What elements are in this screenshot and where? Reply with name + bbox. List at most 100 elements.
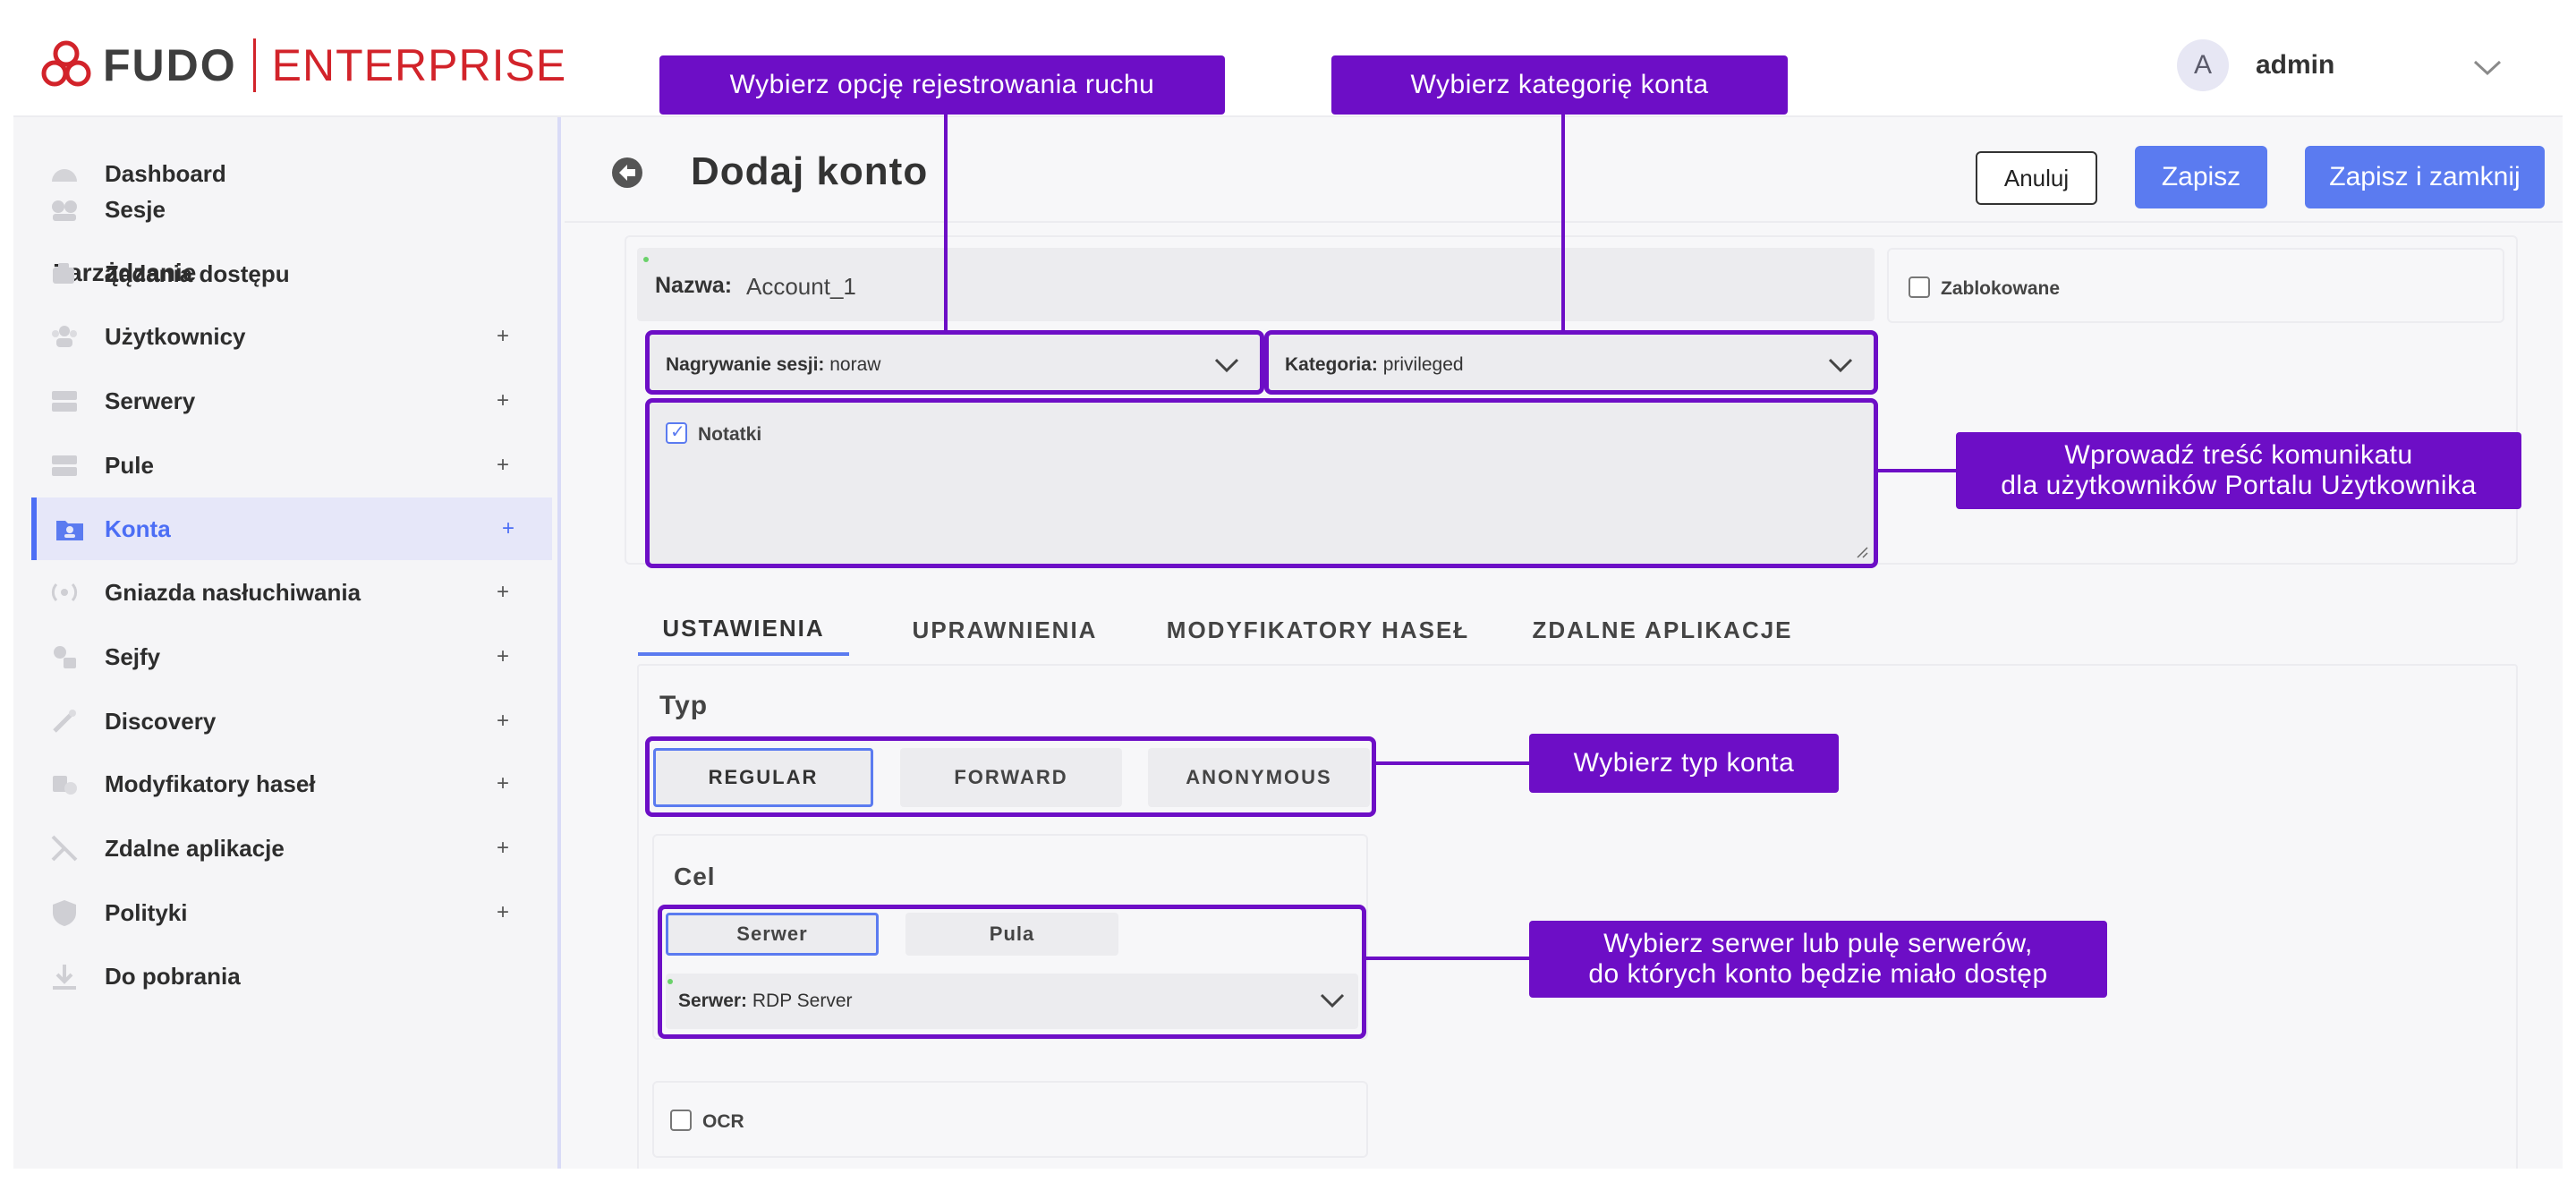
session-recording-label: Nagrywanie sesji: noraw: [666, 354, 880, 376]
logo-divider: [252, 38, 256, 92]
callout-text: Wybierz typ konta: [1573, 747, 1795, 778]
sessions-icon: [52, 200, 77, 221]
type-forward-button[interactable]: FORWARD: [900, 748, 1122, 807]
sidebar-item-label: Gniazda nasłuchiwania: [105, 578, 361, 606]
tab-settings[interactable]: USTAWIENIA: [638, 604, 849, 656]
expand-plus-icon[interactable]: +: [497, 644, 510, 668]
callout-target: Wybierz serwer lub pulę serwerów, do któ…: [1529, 921, 2107, 998]
callout-connector: [1376, 761, 1546, 765]
sidebar-item-label: Sejfy: [105, 642, 161, 670]
save-and-close-button[interactable]: Zapisz i zamknij: [2305, 146, 2545, 208]
fudo-logo: FUDO ENTERPRISE: [38, 33, 566, 98]
sidebar-item-label: Użytkownicy: [105, 322, 246, 350]
sidebar-item-download[interactable]: Do pobrania: [13, 945, 561, 1008]
callout-connector: [1366, 957, 1547, 960]
category-value: privileged: [1377, 354, 1464, 375]
sidebar-item-safes[interactable]: Sejfy +: [13, 625, 561, 688]
tab-permissions[interactable]: UPRAWNIENIA: [912, 616, 1098, 643]
app-window: FUDO ENTERPRISE A admin Dashboard Zarząd…: [13, 13, 2563, 1169]
expand-plus-icon[interactable]: +: [497, 324, 510, 348]
expand-plus-icon[interactable]: +: [497, 771, 510, 795]
password-changers-icon: [53, 776, 77, 795]
sidebar-item-discovery[interactable]: Discovery +: [13, 690, 561, 753]
expand-plus-icon[interactable]: +: [497, 388, 510, 412]
callout-text: Wybierz opcję rejestrowania ruchu: [729, 69, 1155, 99]
sidebar-item-accounts[interactable]: Konta +: [31, 497, 552, 560]
name-field[interactable]: Nazwa: Account_1: [637, 248, 1875, 321]
sidebar-item-label: Sesje: [105, 195, 166, 223]
expand-plus-icon[interactable]: +: [497, 900, 510, 924]
category-select[interactable]: Kategoria: privileged: [1264, 330, 1878, 395]
name-field-value[interactable]: Account_1: [746, 273, 856, 300]
servers-icon: [52, 391, 77, 412]
notes-textarea[interactable]: Notatki: [645, 398, 1878, 568]
callout-recording: Wybierz opcję rejestrowania ruchu: [659, 55, 1225, 115]
sidebar-item-access-requests[interactable]: Żądania dostępu: [13, 242, 561, 305]
expand-plus-icon[interactable]: +: [497, 709, 510, 733]
type-regular-button[interactable]: REGULAR: [653, 748, 873, 807]
expand-plus-icon[interactable]: +: [497, 580, 510, 604]
brand-name: FUDO: [103, 40, 237, 90]
back-arrow-icon[interactable]: [611, 157, 643, 189]
sidebar-item-password-changers[interactable]: Modyfikatory haseł+: [13, 753, 561, 815]
chevron-down-icon: [1320, 993, 1345, 1008]
tab-remote-apps[interactable]: ZDALNE APLIKACJE: [1532, 616, 1793, 643]
sidebar-item-policies[interactable]: Polityki+: [13, 881, 561, 944]
category-key: Kategoria:: [1285, 354, 1378, 375]
account-type-selector: REGULAR FORWARD ANONYMOUS: [645, 736, 1376, 817]
sidebar-item-dashboard[interactable]: Dashboard: [13, 142, 561, 205]
sidebar-item-label: Discovery: [105, 707, 217, 735]
callout-connector: [1561, 110, 1565, 332]
sidebar-item-label: Zdalne aplikacje: [105, 834, 285, 862]
ocr-checkbox[interactable]: [670, 1110, 692, 1131]
sidebar-item-pools[interactable]: Pule +: [13, 434, 561, 497]
pools-icon: [52, 455, 77, 476]
resize-grip-icon[interactable]: [1854, 544, 1868, 558]
callout-connector: [1878, 469, 1977, 472]
users-icon: [52, 326, 77, 347]
sidebar-item-label: Pule: [105, 451, 154, 479]
callout-text: Wybierz serwer lub pulę serwerów,: [1603, 928, 2033, 958]
sidebar-item-label: Konta: [105, 514, 171, 542]
blocked-checkbox[interactable]: [1909, 276, 1930, 298]
safes-icon: [54, 646, 76, 668]
sidebar-item-users[interactable]: Użytkownicy +: [13, 305, 561, 368]
type-anonymous-button[interactable]: ANONYMOUS: [1148, 748, 1370, 807]
notes-checkbox[interactable]: [666, 421, 687, 444]
required-indicator: [643, 257, 649, 262]
chevron-down-icon: [1214, 358, 1239, 373]
tab-password-changers[interactable]: MODYFIKATORY HASEŁ: [1166, 616, 1470, 643]
cancel-button[interactable]: Anuluj: [1976, 151, 2097, 205]
target-server-button[interactable]: Serwer: [666, 913, 879, 956]
session-recording-value: noraw: [824, 354, 881, 375]
listeners-icon: [51, 582, 78, 602]
session-recording-key: Nagrywanie sesji:: [666, 354, 825, 375]
fudo-logo-icon: [41, 40, 91, 87]
server-select[interactable]: Serwer: RDP Server: [666, 974, 1358, 1029]
expand-plus-icon[interactable]: +: [497, 453, 510, 477]
accounts-icon: [56, 521, 83, 540]
section-title-management: Zarządzanie: [53, 259, 197, 286]
session-recording-select[interactable]: Nagrywanie sesji: noraw: [645, 330, 1264, 395]
download-icon: [53, 965, 76, 990]
dashboard-icon: [52, 169, 77, 182]
policies-icon: [53, 900, 76, 926]
remote-apps-icon: [51, 835, 78, 862]
expand-plus-icon[interactable]: +: [502, 516, 515, 540]
chevron-down-icon[interactable]: [2470, 49, 2505, 85]
sidebar-item-listeners[interactable]: Gniazda nasłuchiwania +: [13, 561, 561, 624]
expand-plus-icon[interactable]: +: [497, 836, 510, 860]
top-bar: FUDO ENTERPRISE A admin: [13, 13, 2563, 117]
user-menu[interactable]: A admin: [2177, 38, 2334, 92]
sidebar-item-servers[interactable]: Serwery+: [13, 370, 561, 432]
sidebar-item-label: Dashboard: [105, 159, 226, 187]
target-pool-button[interactable]: Pula: [905, 913, 1118, 956]
page-title: Dodaj konto: [691, 149, 929, 193]
callout-text: dla użytkowników Portalu Użytkownika: [2001, 471, 2477, 500]
callout-type: Wybierz typ konta: [1529, 734, 1839, 793]
sidebar-item-remote-apps[interactable]: Zdalne aplikacje +: [13, 817, 561, 880]
sidebar-item-label: Do pobrania: [105, 962, 241, 990]
sidebar-item-sessions[interactable]: Sesje: [13, 178, 561, 241]
save-button[interactable]: Zapisz: [2135, 146, 2267, 208]
